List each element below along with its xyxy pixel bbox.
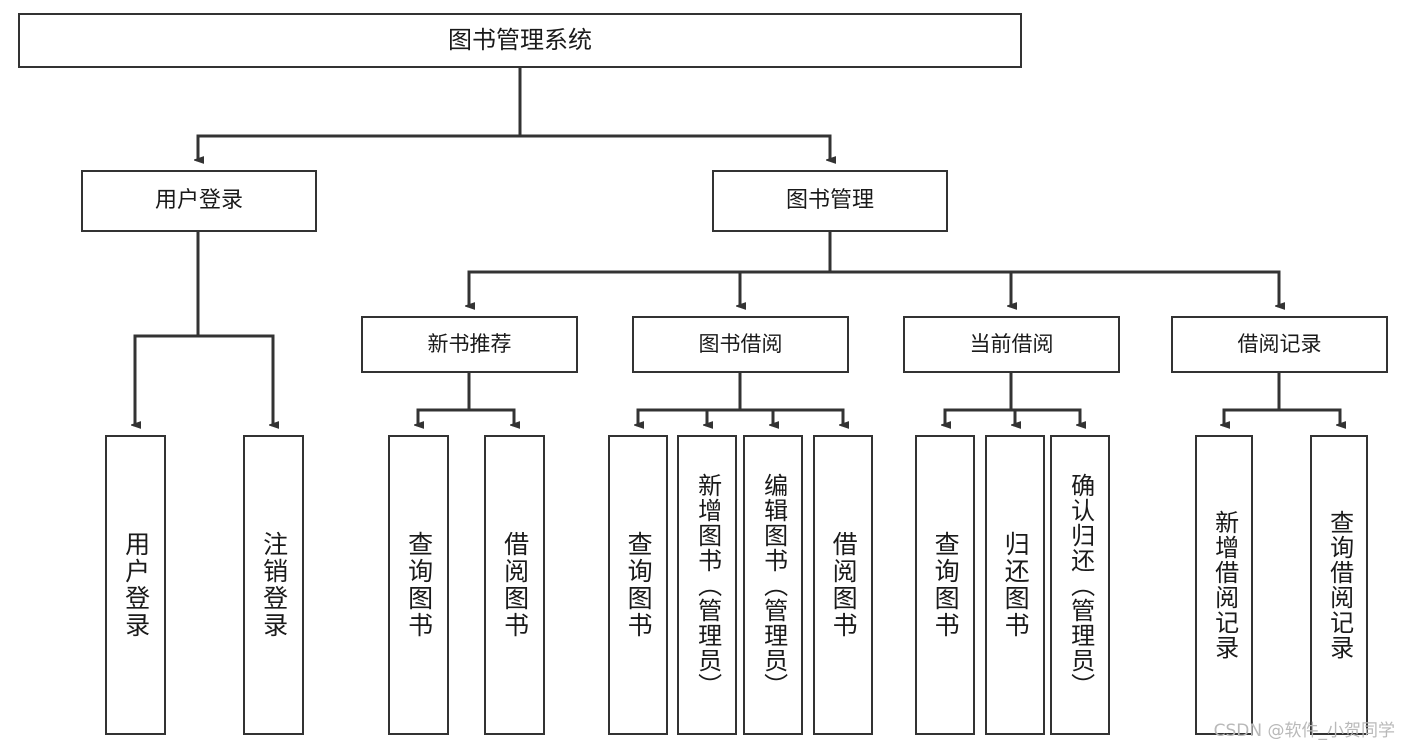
node-new-book-recommend[interactable]: 新书推荐 [361, 316, 578, 373]
node-root-library-system[interactable]: 图书管理系统 [18, 13, 1022, 68]
node-label: 归还图书 [1001, 531, 1031, 639]
node-leaf-edit-book[interactable]: 编辑图书（管理员） [743, 435, 803, 735]
node-leaf-add-book[interactable]: 新增图书（管理员） [677, 435, 737, 735]
node-label: 借阅图书 [500, 531, 530, 639]
node-leaf-user-login[interactable]: 用户登录 [105, 435, 166, 735]
node-book-borrow[interactable]: 图书借阅 [632, 316, 849, 373]
node-label: 用户登录 [121, 531, 151, 639]
node-leaf-query-borrow-record[interactable]: 查询借阅记录 [1310, 435, 1368, 735]
node-leaf-logout-login[interactable]: 注销登录 [243, 435, 304, 735]
node-leaf-query-book-borrow[interactable]: 查询图书 [608, 435, 668, 735]
node-label: 借阅记录 [1237, 332, 1322, 357]
node-label: 图书借阅 [698, 332, 783, 357]
node-leaf-borrow-book[interactable]: 借阅图书 [813, 435, 873, 735]
node-label: 确认归还（管理员） [1066, 472, 1095, 698]
node-leaf-add-borrow-record[interactable]: 新增借阅记录 [1195, 435, 1253, 735]
node-label: 新增借阅记录 [1210, 510, 1239, 660]
node-label: 当前借阅 [969, 332, 1054, 357]
node-label: 注销登录 [259, 531, 289, 639]
node-leaf-borrow-book-recommend[interactable]: 借阅图书 [484, 435, 545, 735]
node-book-manage[interactable]: 图书管理 [712, 170, 948, 232]
node-leaf-query-book-recommend[interactable]: 查询图书 [388, 435, 449, 735]
node-leaf-return-book[interactable]: 归还图书 [985, 435, 1045, 735]
node-label: 图书管理 [785, 188, 874, 214]
node-current-borrow[interactable]: 当前借阅 [903, 316, 1120, 373]
node-label: 借阅图书 [829, 531, 859, 639]
node-label: 图书管理系统 [448, 25, 592, 54]
node-label: 查询借阅记录 [1325, 510, 1354, 660]
node-user-login[interactable]: 用户登录 [81, 170, 317, 232]
node-leaf-query-book-current[interactable]: 查询图书 [915, 435, 975, 735]
node-borrow-record[interactable]: 借阅记录 [1171, 316, 1388, 373]
node-label: 编辑图书（管理员） [759, 472, 788, 698]
node-label: 查询图书 [931, 531, 961, 639]
node-label: 新书推荐 [427, 332, 512, 357]
node-label: 用户登录 [154, 188, 243, 214]
csdn-watermark: CSDN @软件_小贺同学 [1213, 721, 1395, 741]
node-leaf-confirm-return[interactable]: 确认归还（管理员） [1050, 435, 1110, 735]
node-label: 查询图书 [404, 531, 434, 639]
node-label: 新增图书（管理员） [693, 472, 722, 698]
node-label: 查询图书 [624, 531, 654, 639]
